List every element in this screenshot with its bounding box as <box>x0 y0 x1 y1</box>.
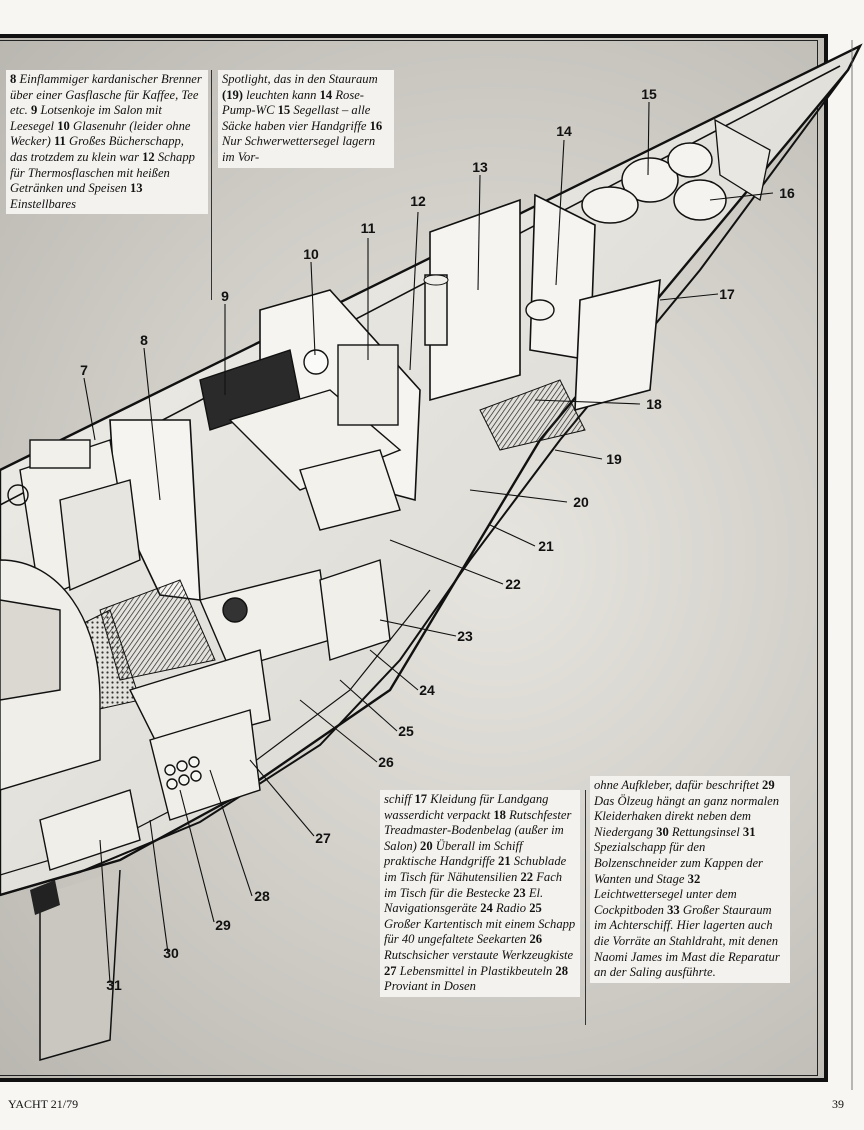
magazine-issue-label: YACHT 21/79 <box>8 1097 79 1111</box>
caption-segment: 17 <box>414 792 431 806</box>
caption-segment: 13 <box>129 181 143 196</box>
caption-segment: 26 <box>529 932 543 947</box>
page-number: 39 <box>832 1097 844 1111</box>
callout-number: 10 <box>303 246 319 262</box>
caption-segment: 11 <box>53 134 69 149</box>
caption-segment: Proviant in Dosen <box>384 979 476 994</box>
caption-segment: Einstellbares <box>10 196 76 211</box>
caption-segment: leuchten kann <box>246 87 320 102</box>
caption-segment: schiff <box>384 792 415 806</box>
caption-segment: Schapp für Thermosflaschen mit heißen Ge… <box>10 149 195 196</box>
callout-number: 19 <box>606 451 622 467</box>
caption-segment: Glasenuhr (leider ohne Wecker) <box>10 118 191 149</box>
caption-segment: Lotsenkoje im Salon mit Leesegel <box>10 103 162 133</box>
caption-segment: 22 <box>520 869 537 884</box>
caption-segment: 9 <box>30 103 41 118</box>
caption-segment: 12 <box>142 149 158 164</box>
caption-segment: Rutschfester Treadmaster-Bodenbelag (auß… <box>384 807 572 853</box>
caption-segment: Fach im Tisch für die Bestecke <box>384 869 563 900</box>
callout-number: 24 <box>419 682 435 698</box>
caption-segment: 20 <box>420 838 436 853</box>
caption-block-bottom-right: ohne Aufkleber, dafür beschriftet 29 Das… <box>590 776 790 983</box>
caption-segment: (19) <box>222 87 247 102</box>
leader-lines <box>83 101 774 984</box>
caption-segment: 21 <box>498 854 514 869</box>
callout-number: 20 <box>573 494 589 510</box>
callout-number: 13 <box>472 159 488 175</box>
caption-segment: Rettungsinsel <box>671 824 743 839</box>
aft-section <box>0 559 271 871</box>
callout-number: 16 <box>779 185 795 201</box>
caption-block-top-left: 8 Einflammiger kardanischer Brenner über… <box>6 70 208 215</box>
caption-segment: 32 <box>687 871 701 886</box>
callout-number: 26 <box>378 754 394 770</box>
caption-segment: 33 <box>667 902 683 917</box>
caption-segment: 31 <box>742 824 756 839</box>
caption-segment: El. Navigationsgeräte <box>384 885 544 916</box>
callout-number: 15 <box>641 86 657 102</box>
caption-segment: Großer Stauraum im Achterschiff. Hier la… <box>594 902 780 980</box>
caption-segment: Rose-Pump-WC <box>222 87 365 118</box>
caption-segment: Großer Kartentisch mit einem Schapp für … <box>384 916 576 947</box>
caption-segment: Radio <box>495 901 530 916</box>
callout-number: 29 <box>215 917 231 933</box>
callout-number: 25 <box>398 723 414 739</box>
caption-segment: 24 <box>480 901 496 916</box>
caption-segment: 30 <box>656 824 672 839</box>
callout-number: 8 <box>140 332 148 348</box>
callout-number: 31 <box>106 977 122 993</box>
chart-table <box>199 559 391 671</box>
caption-segment: 14 <box>319 87 336 102</box>
caption-block-top-middle: Spotlight, das in den Stauraum (19) leuc… <box>218 70 394 168</box>
caption-segment: 8 <box>10 72 20 86</box>
caption-segment: Rutschsicher verstaute Werkzeugkiste <box>384 947 574 962</box>
column-rule-top <box>211 70 212 300</box>
caption-segment: 23 <box>513 885 529 900</box>
callout-number: 9 <box>221 288 229 304</box>
caption-segment: Segellast – alle Säcke haben vier Handgr… <box>222 103 371 133</box>
toilet-and-mast <box>423 274 555 346</box>
callout-number: 7 <box>80 362 88 378</box>
column-rule-bottom <box>585 790 586 1025</box>
caption-segment: 18 <box>493 807 510 822</box>
caption-segment: Einflammiger kardanischer Brenner über e… <box>10 72 202 118</box>
callout-number: 11 <box>360 220 376 236</box>
caption-segment: Das Ölzeug hängt an ganz normalen Kleide… <box>594 793 780 839</box>
caption-segment: Spezialschapp für den Bolzenschneider zu… <box>594 840 763 886</box>
caption-segment: Spotlight, das in den Stauraum <box>222 72 378 86</box>
callout-number: 30 <box>163 945 179 961</box>
caption-segment: 25 <box>529 901 542 916</box>
caption-segment: 16 <box>369 118 383 133</box>
caption-segment: Nur Schwerwettersegel lagern im Vor- <box>222 134 376 164</box>
caption-segment: Schublade im Tisch für Nähutensilien <box>384 854 567 884</box>
caption-segment: Lebensmittel in Plastikbeuteln <box>399 963 556 978</box>
caption-segment: 15 <box>277 103 294 118</box>
caption-segment: Überall im Schiff praktische Handgriffe <box>384 838 523 869</box>
callout-number: 21 <box>538 538 554 554</box>
caption-segment: ohne Aufkleber, dafür beschriftet <box>594 778 763 792</box>
caption-segment: 27 <box>384 963 400 978</box>
food-tins <box>164 756 202 790</box>
callout-number: 22 <box>505 576 521 592</box>
callout-number: 23 <box>457 628 473 644</box>
callout-number: 14 <box>556 123 572 139</box>
caption-segment: 29 <box>762 778 775 792</box>
caption-segment: Leichtwettersegel unter dem Cockpitboden <box>594 887 737 917</box>
caption-block-bottom-left: schiff 17 Kleidung für Landgang wasserdi… <box>380 790 580 997</box>
callout-number: 17 <box>719 286 735 302</box>
caption-segment: Großes Bücherschapp, das trotzdem zu kle… <box>10 134 184 164</box>
caption-segment: 10 <box>57 118 73 133</box>
callout-number: 12 <box>410 193 426 209</box>
caption-segment: 28 <box>555 963 568 978</box>
caption-segment: Kleidung für Landgang wasserdicht verpac… <box>384 792 549 822</box>
callout-number: 27 <box>315 830 331 846</box>
callout-number: 18 <box>646 396 662 412</box>
callout-number: 28 <box>254 888 270 904</box>
sail-bags <box>581 118 771 224</box>
galley <box>7 439 141 602</box>
